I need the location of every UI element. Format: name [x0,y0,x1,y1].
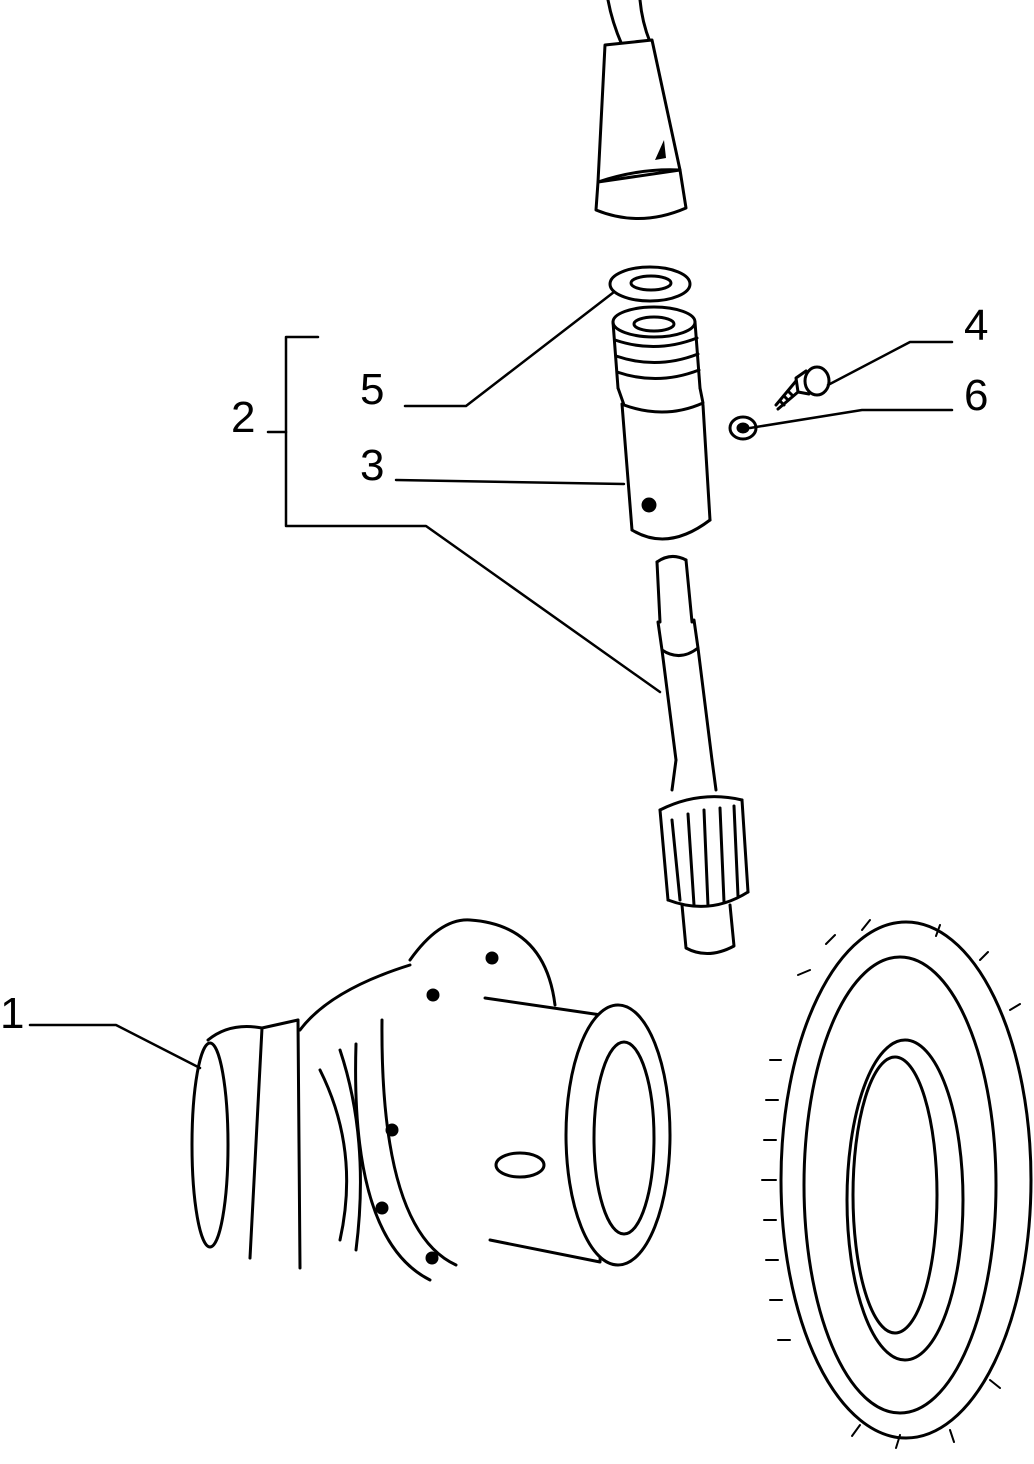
sleeve-part-3 [611,305,712,541]
callout-5: 5 [360,365,385,414]
driven-gear-shaft [655,555,750,955]
washer-part-5 [608,265,692,303]
leader-line-4 [826,340,954,387]
callout-6: 6 [964,371,989,420]
leader-line-3 [394,478,626,486]
screw-part-4 [774,365,831,411]
callout-4: 4 [964,301,989,350]
callout-2: 2 [231,393,256,442]
speedometer-cable-part [594,0,688,220]
leader-line-5 [403,290,616,408]
leader-line-1 [28,1023,202,1070]
leader-lines [28,290,954,1070]
leader-line-6 [748,408,954,430]
callout-3: 3 [360,441,385,490]
ring-gear [761,919,1033,1449]
differential-housing-part-1 [190,918,672,1282]
washer-part-6 [728,415,758,441]
leader-line-2 [284,335,662,694]
callout-1: 1 [0,989,25,1038]
